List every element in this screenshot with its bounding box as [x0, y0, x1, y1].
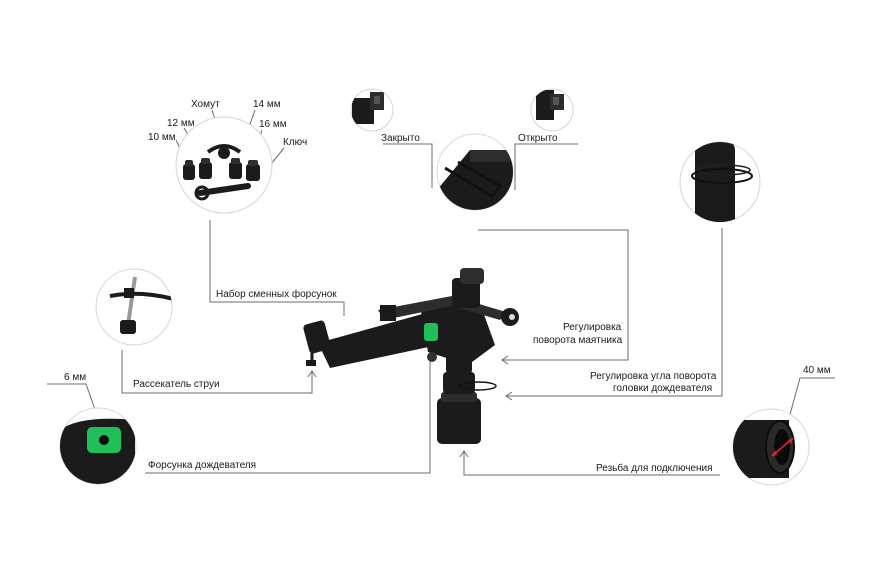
leader-open	[514, 143, 578, 190]
closed-detail	[350, 88, 394, 132]
label-thread: Резьба для подключения	[596, 463, 713, 474]
label-pendulum-line2: поворота маятника	[533, 335, 623, 346]
arrow-rotation	[505, 391, 513, 401]
label-khomut: Хомут	[191, 99, 220, 110]
nozzle-10mm-icon	[183, 160, 195, 180]
arrowheads	[307, 355, 513, 458]
leader-closed	[383, 143, 433, 188]
leader-pendulum	[478, 229, 629, 361]
leader-rotation	[507, 228, 723, 397]
nozzle-detail	[59, 407, 137, 485]
sprinkler-body	[303, 268, 519, 444]
label-rotation-line1: Регулировка угла поворота	[590, 371, 717, 382]
leader-nozzle	[145, 360, 431, 474]
label-open: Открыто	[518, 133, 558, 144]
arrow-deflector	[307, 370, 317, 378]
nozzle-16mm-icon	[246, 160, 260, 181]
arrow-thread	[459, 450, 469, 458]
label-6mm: 6 мм	[64, 372, 87, 383]
open-detail	[530, 88, 574, 132]
label-pendulum-line1: Регулировка	[563, 322, 622, 333]
pendulum-detail	[436, 133, 514, 211]
leader-thread	[463, 452, 720, 476]
nozzle-12mm-icon	[199, 158, 212, 179]
rotation-detail	[679, 141, 761, 223]
label-40mm: 40 мм	[803, 365, 831, 376]
deflector-detail	[95, 268, 173, 346]
label-nozzle: Форсунка дождевателя	[148, 460, 257, 471]
label-rotation-line2: головки дождевателя	[613, 383, 713, 394]
label-16mm: 16 мм	[259, 119, 287, 130]
label-10mm: 10 мм	[148, 132, 176, 143]
arrow-pendulum	[501, 355, 509, 365]
leader-nozzle-set	[209, 220, 345, 316]
label-deflector: Рассекатель струи	[133, 379, 220, 390]
leader-deflector	[121, 350, 313, 394]
nozzle-set-detail	[175, 116, 273, 214]
label-nozzle-set: Набор сменных форсунок	[216, 289, 337, 300]
wrench-icon	[194, 183, 251, 201]
thread-detail	[732, 408, 810, 486]
label-closed: Закрыто	[381, 133, 420, 144]
label-14mm: 14 мм	[253, 99, 281, 110]
nozzle-14mm-icon	[229, 158, 242, 179]
label-klyuch: Ключ	[283, 137, 308, 148]
label-12mm: 12 мм	[167, 118, 195, 129]
